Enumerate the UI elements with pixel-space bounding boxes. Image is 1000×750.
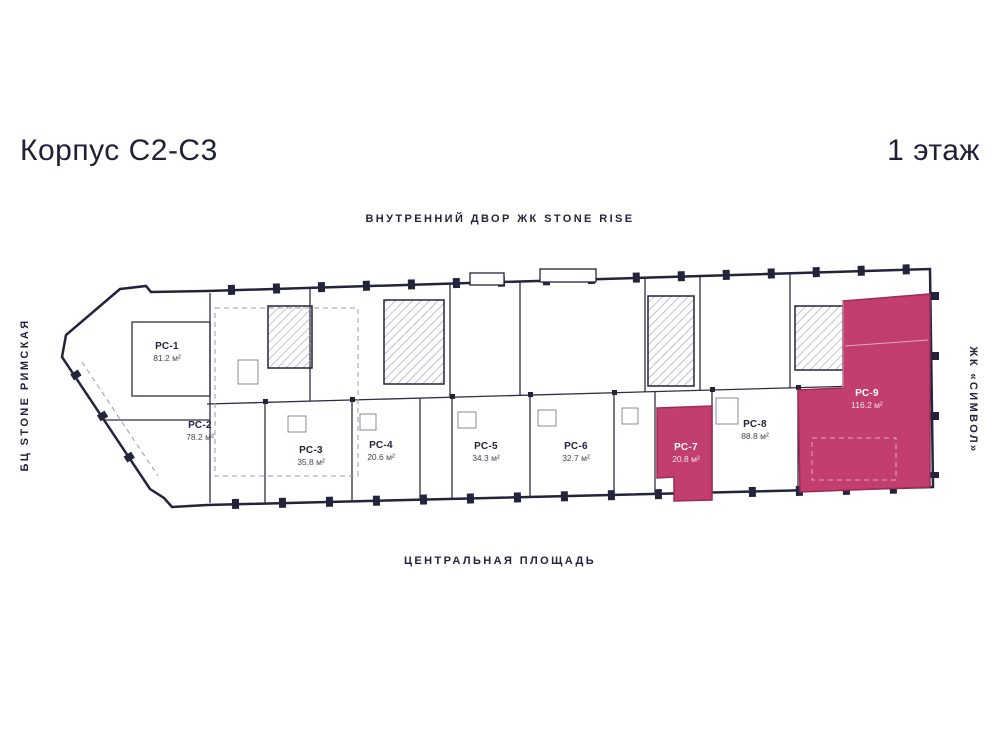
floor-label: 1 этаж [887, 134, 980, 167]
unit-label-pc-5[interactable]: РС-5 34.3 м² [472, 440, 500, 463]
surrounding-label-bottom: ЦЕНТРАЛЬНАЯ ПЛОЩАДЬ [403, 555, 597, 567]
surrounding-label-top: ВНУТРЕННИЙ ДВОР ЖК STONE RISE [365, 213, 635, 225]
unit-label-pc-3[interactable]: РС-3 35.8 м² [297, 444, 325, 467]
unit-label-pc-4[interactable]: РС-4 20.6 м² [367, 439, 395, 462]
top-protrusions [469, 268, 597, 286]
unit-pc-9-interior [811, 301, 929, 481]
stair-cores [267, 295, 844, 387]
unit-label-pc-9[interactable]: РС-9 116.2 м² [851, 387, 883, 410]
unit-label-pc-6[interactable]: РС-6 32.7 м² [562, 440, 590, 463]
unit-label-pc-8[interactable]: РС-8 88.8 м² [741, 418, 769, 441]
dashed-outlines [81, 307, 359, 477]
columns [263, 385, 801, 404]
unit-label-pc-1[interactable]: РС-1 81.2 м² [153, 340, 181, 363]
interior-walls [104, 273, 931, 504]
unit-pc-7-shape[interactable] [656, 405, 713, 502]
fixtures [237, 359, 739, 433]
unit-label-pc-7[interactable]: РС-7 20.8 м² [672, 441, 700, 464]
building-title: Корпус С2-С3 [20, 134, 218, 167]
unit-label-pc-2[interactable]: РС-2 78.2 м² [186, 419, 214, 442]
